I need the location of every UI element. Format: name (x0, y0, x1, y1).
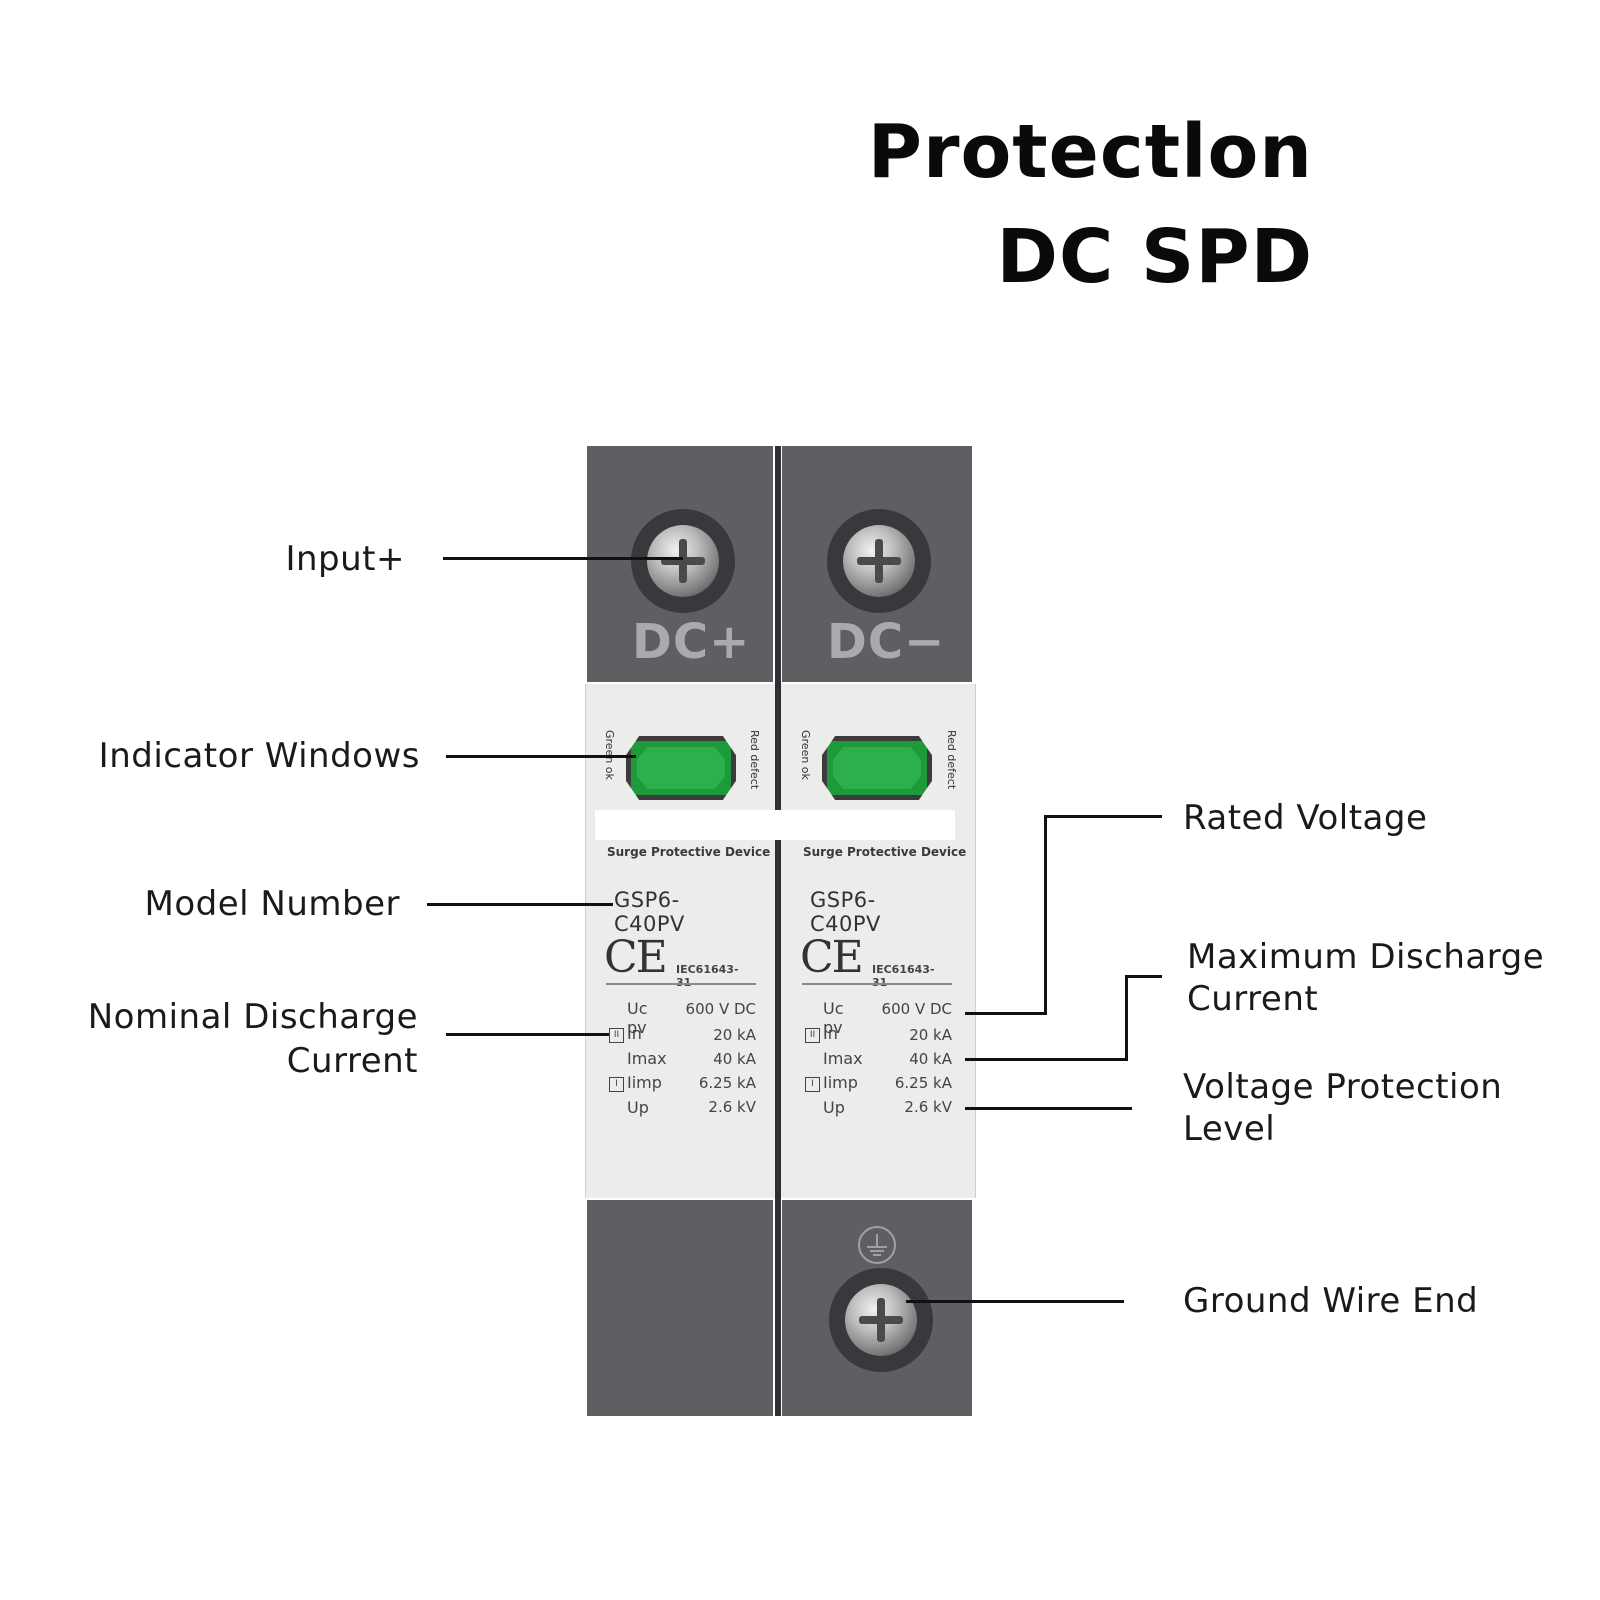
spec-key-ucpv: Uc pv (627, 999, 648, 1037)
standard-code: IEC61643-31 (872, 963, 935, 989)
standard-code: IEC61643-31 (676, 963, 739, 989)
screw-terminal-dc-minus (827, 509, 931, 613)
bottom-cap-dc-plus (587, 1200, 773, 1416)
screw-terminal-ground (829, 1268, 933, 1372)
terminal-label-dc-minus: DC− (827, 614, 946, 670)
divider (802, 983, 952, 985)
spec-key-imax: Imax (823, 1049, 863, 1068)
spec-key-iimp: Iimp (823, 1073, 858, 1092)
spec-key-imax: Imax (627, 1049, 667, 1068)
test-class-icon: II (609, 1028, 624, 1043)
callout-input-plus: Input+ (285, 539, 405, 579)
spec-value-imax: 40 kA (713, 1050, 756, 1068)
masked-brand-area (595, 810, 955, 840)
indicator-window-dc-plus (626, 736, 736, 800)
leader-max-discharge-v (1125, 975, 1128, 1061)
leader-model-number (427, 903, 613, 906)
spec-value-in: 20 kA (713, 1026, 756, 1044)
spec-value-ucpv: 600 V DC (685, 1000, 756, 1018)
callout-ground-wire-end: Ground Wire End (1183, 1281, 1479, 1321)
callout-nominal-discharge-l2: Current (286, 1041, 418, 1081)
spec-key-up: Up (823, 1098, 845, 1117)
spec-value-iimp: 6.25 kA (894, 1074, 952, 1092)
ce-mark: CE (604, 932, 668, 983)
leader-input-plus (443, 557, 683, 560)
callout-rated-voltage: Rated Voltage (1183, 798, 1428, 838)
title-line-2: DC SPD (996, 214, 1313, 300)
callout-max-discharge-l2: Current (1187, 979, 1319, 1019)
callout-nominal-discharge-l1: Nominal Discharge (87, 997, 418, 1037)
leader-rated-voltage-v (1044, 815, 1047, 1015)
spec-value-ucpv: 600 V DC (881, 1000, 952, 1018)
spec-value-up: 2.6 kV (904, 1098, 952, 1116)
side-text-green-ok: Green ok (603, 730, 616, 780)
product-name: Surge Protective Device (607, 845, 771, 859)
screw-icon (843, 525, 915, 597)
leader-ground-wire-end (906, 1300, 1124, 1303)
side-text-red-defect: Red defect (748, 730, 761, 790)
spec-key-in: In (823, 1024, 838, 1043)
callout-model-number: Model Number (144, 884, 400, 924)
test-class-icon: II (805, 1028, 820, 1043)
callout-indicator-windows: Indicator Windows (98, 736, 420, 776)
test-class-icon: I (609, 1077, 624, 1092)
leader-indicator-windows (446, 755, 636, 758)
leader-nominal-discharge (446, 1033, 609, 1036)
callout-max-discharge-l1: Maximum Discharge (1187, 937, 1545, 977)
side-text-red-defect: Red defect (945, 730, 958, 790)
spec-value-up: 2.6 kV (708, 1098, 756, 1116)
product-name: Surge Protective Device (803, 845, 967, 859)
spec-value-imax: 40 kA (909, 1050, 952, 1068)
spec-key-in: In (627, 1024, 642, 1043)
spec-key-up: Up (627, 1098, 649, 1117)
leader-rated-voltage-h1 (1044, 815, 1162, 818)
title-line-1: Protectlon (867, 109, 1313, 195)
screw-icon (845, 1284, 917, 1356)
leader-max-discharge-h2 (965, 1058, 1128, 1061)
terminal-label-dc-plus: DC+ (632, 614, 751, 670)
callout-voltage-protection-l1: Voltage Protection (1183, 1067, 1503, 1107)
side-text-green-ok: Green ok (799, 730, 812, 780)
spec-key-ucpv: Uc pv (823, 999, 844, 1037)
spec-value-in: 20 kA (909, 1026, 952, 1044)
leader-max-discharge-h1 (1125, 975, 1162, 978)
model-number-dc-plus: GSP6-C40PV (614, 888, 685, 936)
callout-voltage-protection-l2: Level (1183, 1109, 1276, 1149)
ground-symbol-icon (858, 1226, 896, 1264)
screw-icon (647, 525, 719, 597)
leader-rated-voltage-h2 (965, 1012, 1047, 1015)
screw-terminal-dc-plus (631, 509, 735, 613)
spec-key-iimp: Iimp (627, 1073, 662, 1092)
ce-mark: CE (800, 932, 864, 983)
divider (606, 983, 756, 985)
leader-voltage-protection (965, 1107, 1132, 1110)
model-number-dc-minus: GSP6-C40PV (810, 888, 881, 936)
indicator-window-dc-minus (822, 736, 932, 800)
module-seam (775, 446, 781, 1416)
test-class-icon: I (805, 1077, 820, 1092)
spec-value-iimp: 6.25 kA (698, 1074, 756, 1092)
